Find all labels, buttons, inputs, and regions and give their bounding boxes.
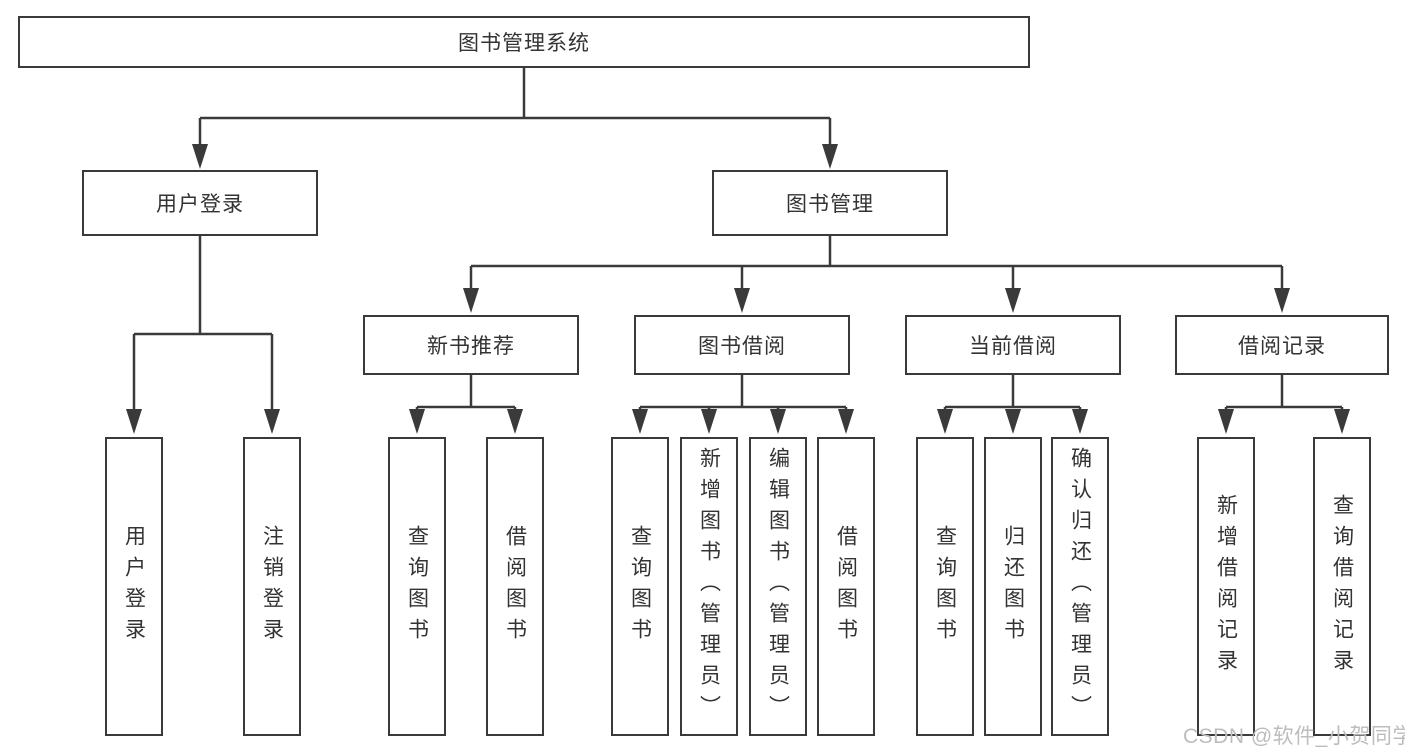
arrow-down-icon bbox=[463, 288, 479, 313]
leaf-borrow-add: 新增图书（管理员） bbox=[680, 437, 738, 736]
leaf-current-query-label: 查询图书 bbox=[933, 524, 957, 649]
leaf-newbook-borrow: 借阅图书 bbox=[486, 437, 544, 736]
node-user-login-label: 用户登录 bbox=[156, 193, 244, 216]
arrow-down-icon bbox=[264, 409, 280, 434]
leaf-borrow-edit: 编辑图书（管理员） bbox=[749, 437, 807, 736]
node-book-management: 图书管理 bbox=[712, 170, 948, 236]
node-borrow-records: 借阅记录 bbox=[1175, 315, 1389, 375]
leaf-user-login-label: 用户登录 bbox=[122, 524, 146, 649]
node-book-borrow: 图书借阅 bbox=[634, 315, 850, 375]
leaf-borrow-query: 查询图书 bbox=[611, 437, 669, 736]
leaf-user-login: 用户登录 bbox=[105, 437, 163, 736]
arrow-down-icon bbox=[632, 409, 648, 434]
arrow-down-icon bbox=[937, 409, 953, 434]
leaf-current-return: 归还图书 bbox=[984, 437, 1042, 736]
node-book-borrow-label: 图书借阅 bbox=[698, 335, 786, 358]
leaf-newbook-borrow-label: 借阅图书 bbox=[503, 524, 527, 649]
arrow-down-icon bbox=[1072, 409, 1088, 434]
arrow-down-icon bbox=[409, 409, 425, 434]
arrow-down-icon bbox=[734, 288, 750, 313]
leaf-record-query: 查询借阅记录 bbox=[1313, 437, 1371, 736]
node-new-book-recommend: 新书推荐 bbox=[363, 315, 579, 375]
leaf-borrow-edit-label: 编辑图书（管理员） bbox=[766, 447, 790, 726]
arrow-down-icon bbox=[770, 409, 786, 434]
connector-paths bbox=[132, 68, 1344, 411]
leaf-borrow-borrow: 借阅图书 bbox=[817, 437, 875, 736]
arrow-down-icon bbox=[1005, 409, 1021, 434]
leaf-current-query: 查询图书 bbox=[916, 437, 974, 736]
leaf-newbook-query-label: 查询图书 bbox=[405, 524, 429, 649]
node-user-login: 用户登录 bbox=[82, 170, 318, 236]
leaf-borrow-query-label: 查询图书 bbox=[628, 524, 652, 649]
leaf-logout-label: 注销登录 bbox=[260, 524, 284, 649]
arrow-down-icon bbox=[1218, 409, 1234, 434]
node-current-borrow-label: 当前借阅 bbox=[969, 335, 1057, 358]
arrow-down-icon bbox=[507, 409, 523, 434]
arrow-down-icon bbox=[1274, 288, 1290, 313]
node-root: 图书管理系统 bbox=[18, 16, 1030, 68]
node-book-management-label: 图书管理 bbox=[786, 193, 874, 216]
node-new-book-recommend-label: 新书推荐 bbox=[427, 335, 515, 358]
arrow-down-icon bbox=[126, 409, 142, 434]
leaf-current-confirm: 确认归还（管理员） bbox=[1051, 437, 1109, 736]
leaf-current-confirm-label: 确认归还（管理员） bbox=[1068, 447, 1092, 726]
leaf-current-return-label: 归还图书 bbox=[1001, 524, 1025, 649]
arrow-down-icon bbox=[1334, 409, 1350, 434]
arrow-down-icon bbox=[192, 144, 208, 169]
node-borrow-records-label: 借阅记录 bbox=[1238, 335, 1326, 358]
leaf-record-add: 新增借阅记录 bbox=[1197, 437, 1255, 736]
leaf-newbook-query: 查询图书 bbox=[388, 437, 446, 736]
node-current-borrow: 当前借阅 bbox=[905, 315, 1121, 375]
arrow-down-icon bbox=[1005, 288, 1021, 313]
arrow-down-icon bbox=[838, 409, 854, 434]
leaf-logout: 注销登录 bbox=[243, 437, 301, 736]
node-root-label: 图书管理系统 bbox=[458, 32, 590, 55]
arrow-down-icon bbox=[701, 409, 717, 434]
leaf-borrow-add-label: 新增图书（管理员） bbox=[697, 447, 721, 726]
leaf-record-query-label: 查询借阅记录 bbox=[1330, 493, 1354, 680]
arrow-down-icon bbox=[822, 144, 838, 169]
leaf-borrow-borrow-label: 借阅图书 bbox=[834, 524, 858, 649]
csdn-watermark: CSDN @软件_小贺同学 bbox=[1183, 725, 1405, 747]
arrowheads bbox=[126, 144, 1350, 434]
leaf-record-add-label: 新增借阅记录 bbox=[1214, 493, 1238, 680]
